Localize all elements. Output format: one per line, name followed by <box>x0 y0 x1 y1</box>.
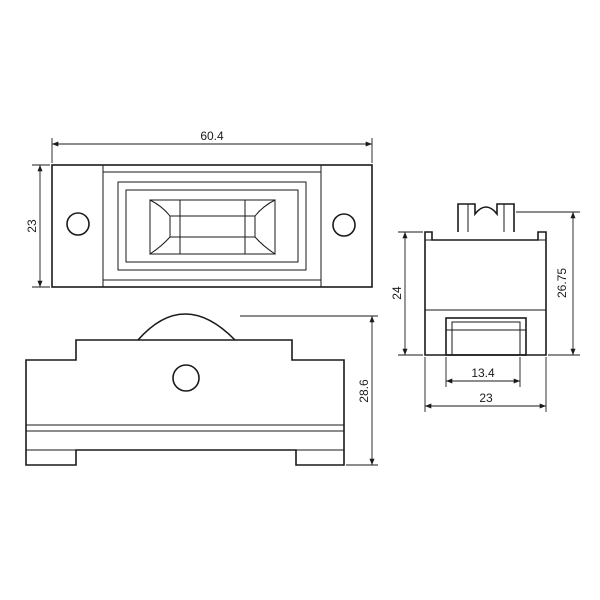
dim-side-right-height: 26.75 <box>555 268 569 298</box>
side-view-body <box>424 231 547 356</box>
wheel-top <box>149 199 276 255</box>
axle-hole <box>172 364 200 392</box>
mounting-hole-right <box>332 213 356 237</box>
dim-side-left-height: 24 <box>390 286 404 300</box>
dim-top-width: 60.4 <box>200 129 224 143</box>
top-view-outline <box>51 164 373 288</box>
top-view: 60.4 23 <box>25 129 373 288</box>
top-view-frame <box>117 181 307 271</box>
front-view: 28.6 <box>25 313 378 466</box>
side-view: 24 26.75 13.4 23 <box>390 203 580 412</box>
side-slot <box>457 203 515 232</box>
mounting-hole-left <box>66 212 90 236</box>
dim-top-height: 23 <box>25 219 39 233</box>
dim-side-inner-width: 13.4 <box>471 366 495 380</box>
dim-front-height: 28.6 <box>357 379 371 403</box>
top-view-body <box>102 164 322 288</box>
front-view-outline <box>25 339 345 466</box>
wheel-profile <box>137 313 236 341</box>
dim-side-width: 23 <box>479 391 493 405</box>
side-wheel <box>445 317 527 356</box>
